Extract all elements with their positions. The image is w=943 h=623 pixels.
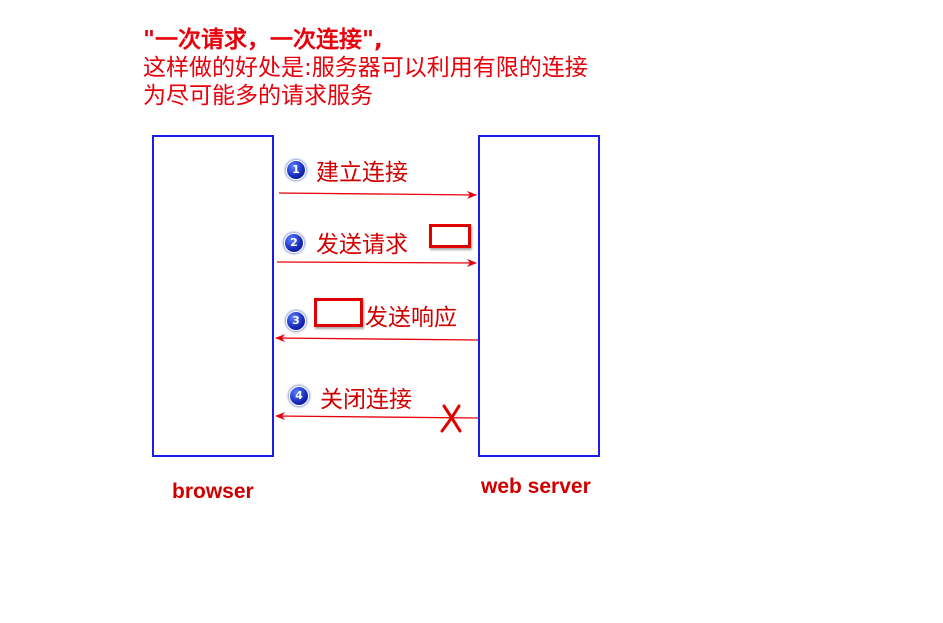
caption-line-1: "一次请求，一次连接", — [143, 27, 383, 53]
step-3-badge: 3 — [286, 311, 306, 331]
cross-icon — [440, 404, 462, 433]
step-4-label: 关闭连接 — [320, 387, 412, 413]
request-packet-icon — [429, 224, 471, 248]
arrow-step-3 — [275, 334, 479, 343]
step-4-badge: 4 — [289, 386, 309, 406]
step-1-badge: 1 — [286, 160, 306, 180]
step-3-label: 发送响应 — [365, 305, 457, 331]
arrow-step-2 — [276, 258, 477, 267]
browser-label: browser — [172, 480, 254, 503]
step-2-badge: 2 — [284, 233, 304, 253]
arrow-step-1 — [278, 190, 477, 199]
caption-line-3: 为尽可能多的请求服务 — [143, 83, 373, 109]
web-server-box — [478, 135, 600, 457]
caption: "一次请求，一次连接", 这样做的好处是:服务器可以利用有限的连接 为尽可能多的… — [143, 26, 588, 110]
web-server-label: web server — [481, 475, 591, 498]
browser-box — [152, 135, 274, 457]
response-packet-icon — [314, 298, 363, 327]
caption-line-2: 这样做的好处是:服务器可以利用有限的连接 — [143, 55, 588, 81]
arrow-step-4 — [275, 412, 479, 421]
step-2-label: 发送请求 — [316, 232, 408, 258]
step-1-label: 建立连接 — [316, 160, 408, 186]
